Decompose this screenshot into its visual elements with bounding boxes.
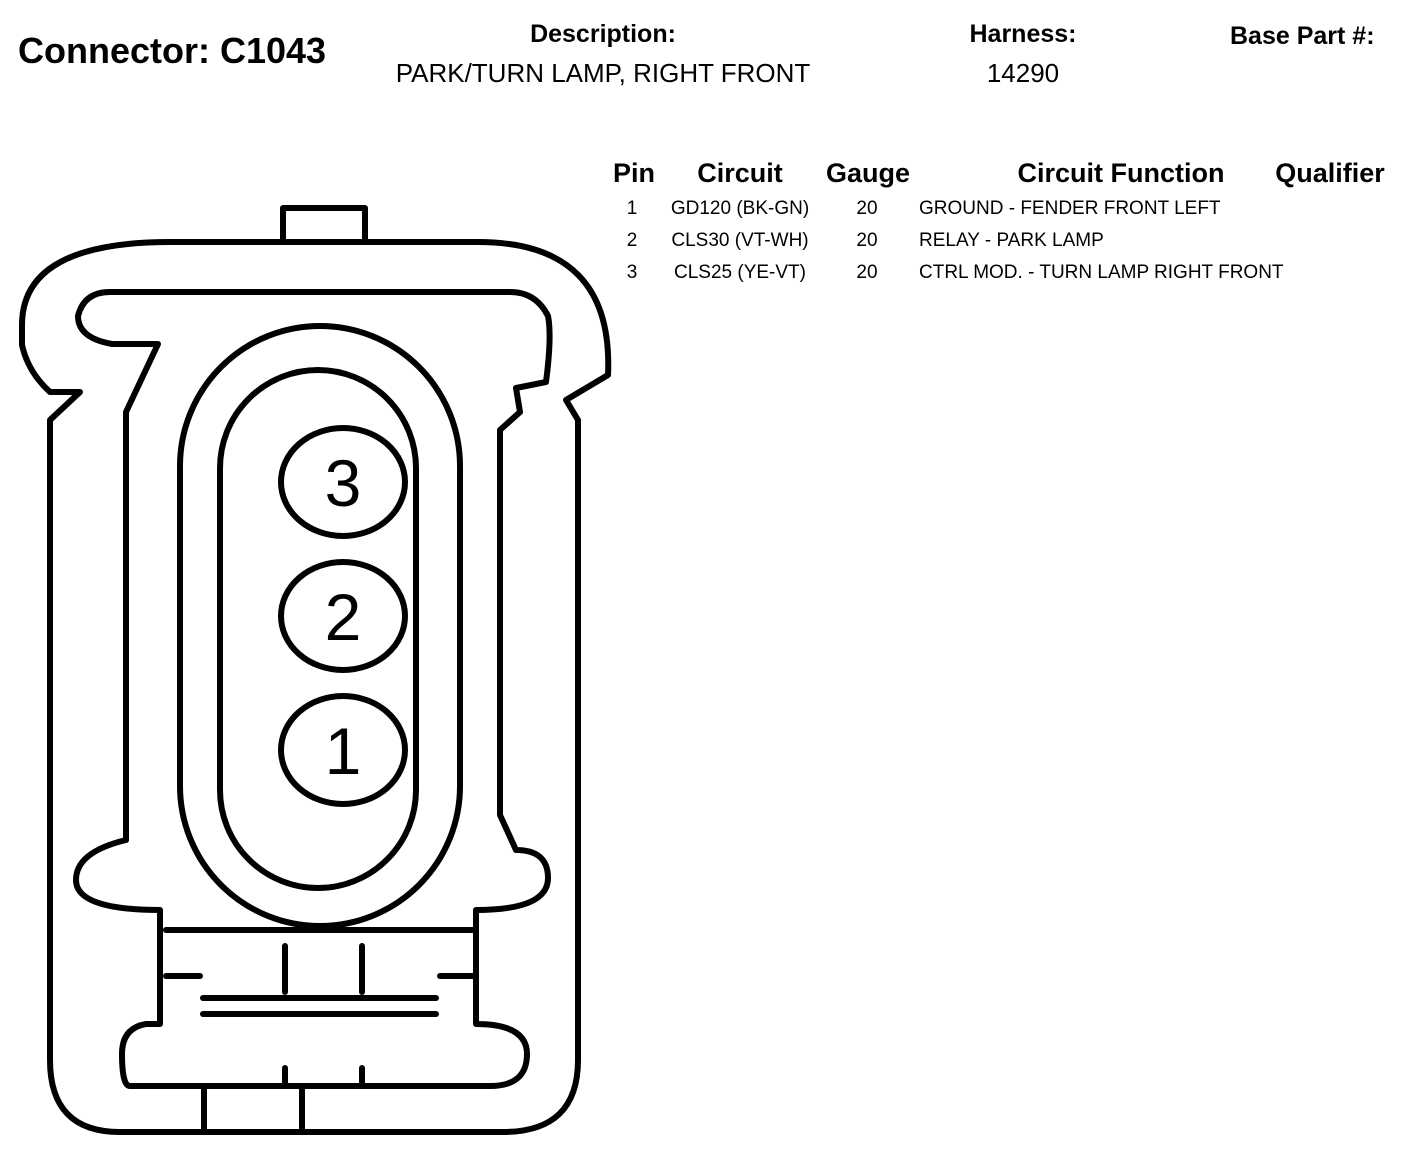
pin-2-circle <box>278 559 408 673</box>
harness-value: 14290 <box>986 58 1060 88</box>
col-header-pin: Pin <box>612 158 656 188</box>
connector-title: Connector: C1043 <box>18 30 327 71</box>
pin-cell: 3 <box>626 262 638 283</box>
pin-3-circle <box>278 425 408 539</box>
pin-1-circle <box>278 693 408 807</box>
function-cell: RELAY - PARK LAMP <box>919 230 1104 251</box>
top-latch-tab <box>280 205 368 245</box>
description-label: Description: <box>530 20 676 48</box>
pin-cavity-outer <box>177 323 463 929</box>
connector-face-diagram: 3 2 1 <box>19 205 612 1135</box>
outer-housing <box>19 239 612 1135</box>
col-header-circuit: Circuit <box>697 158 783 188</box>
pin-cavity-inner <box>217 367 419 891</box>
col-header-qualifier: Qualifier <box>1275 158 1385 188</box>
function-cell: CTRL MOD. - TURN LAMP RIGHT FRONT <box>919 262 1284 283</box>
pin-cell: 1 <box>626 198 638 219</box>
base-part-label: Base Part #: <box>1230 22 1375 50</box>
circuit-cell: GD120 (BK-GN) <box>670 198 810 219</box>
gauge-cell: 20 <box>856 262 878 283</box>
col-header-gauge: Gauge <box>825 158 911 188</box>
pin-1-label: 1 <box>325 714 362 788</box>
circuit-cell: CLS30 (VT-WH) <box>671 230 809 251</box>
description-value: PARK/TURN LAMP, RIGHT FRONT <box>395 58 811 88</box>
pin-cell: 2 <box>626 230 638 251</box>
inner-housing-frame <box>73 289 553 1089</box>
harness-label: Harness: <box>969 20 1077 48</box>
col-header-circuit-function: Circuit Function <box>1017 158 1225 188</box>
circuit-cell: CLS25 (YE-VT) <box>674 262 806 283</box>
gauge-cell: 20 <box>856 230 878 251</box>
gauge-cell: 20 <box>856 198 878 219</box>
pin-3-label: 3 <box>325 446 362 520</box>
function-cell: GROUND - FENDER FRONT LEFT <box>919 198 1221 219</box>
pin-2-label: 2 <box>325 580 362 654</box>
